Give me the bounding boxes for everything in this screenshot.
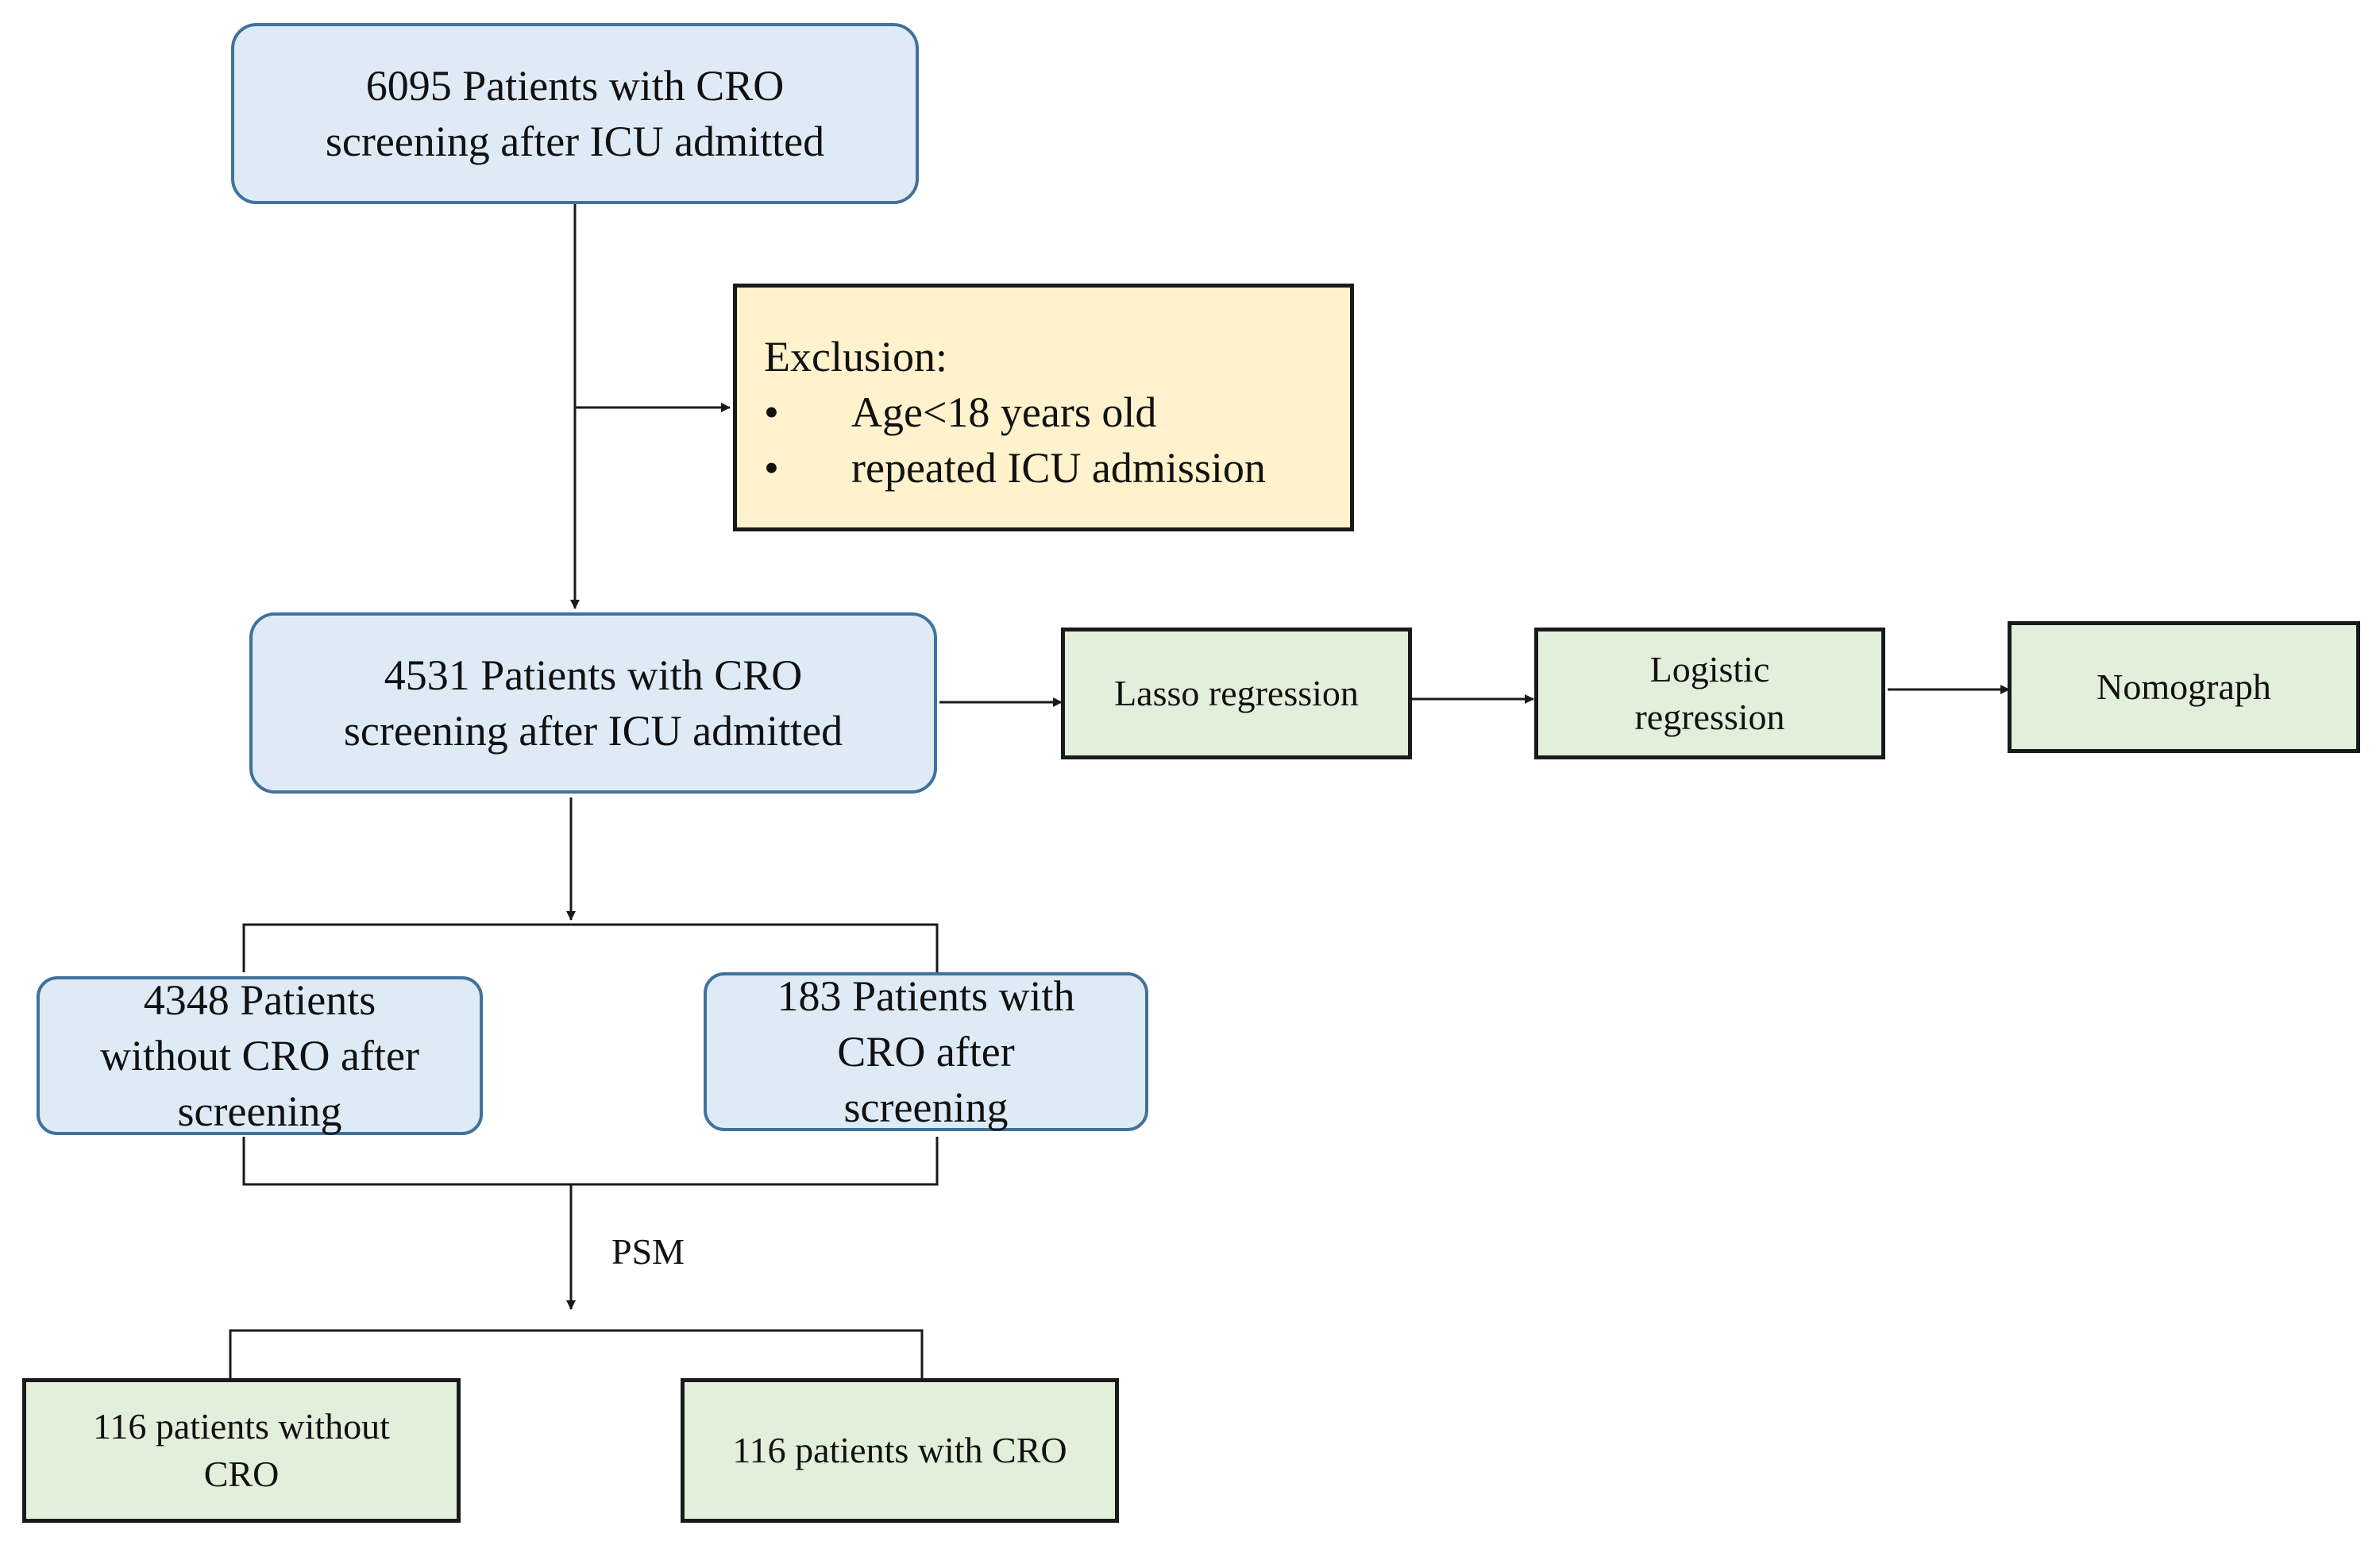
- lasso-regression-box: Lasso regression: [1061, 628, 1412, 759]
- exclusion-item-age: Age<18 years old: [851, 388, 1157, 436]
- bullet-icon: •: [764, 444, 779, 492]
- logistic-regression-line1: Logistic: [1649, 649, 1770, 689]
- bullet-icon: •: [764, 388, 779, 436]
- exclusion-item-readmission: repeated ICU admission: [851, 444, 1266, 492]
- logistic-regression-box: Logistic regression: [1534, 628, 1885, 759]
- matched-without-cro-line2: CRO: [203, 1454, 280, 1494]
- start-cohort-line2: screening after ICU admitted: [325, 118, 825, 165]
- bracket-matched: [229, 1329, 924, 1381]
- start-cohort-line1: 6095 Patients with CRO: [365, 62, 785, 110]
- start-cohort-box: 6095 Patients with CRO screening after I…: [231, 23, 919, 204]
- exclusion-box: Exclusion: • Age<18 years old • repeated…: [733, 284, 1354, 531]
- lasso-regression-label: Lasso regression: [1114, 673, 1359, 713]
- matched-with-cro-label: 116 patients with CRO: [732, 1430, 1067, 1470]
- without-cro-line3: screening: [177, 1087, 342, 1135]
- bracket-groups-bottom: [242, 1137, 939, 1186]
- study-cohort-line1: 4531 Patients with CRO: [384, 651, 803, 699]
- nomograph-label: Nomograph: [2096, 666, 2271, 707]
- with-cro-line2: CRO after: [837, 1028, 1015, 1076]
- with-cro-line1: 183 Patients with: [777, 972, 1075, 1020]
- exclusion-title: Exclusion:: [764, 333, 947, 380]
- nomograph-box: Nomograph: [2008, 621, 2360, 753]
- matched-without-cro-box: 116 patients without CRO: [22, 1378, 461, 1523]
- study-cohort-line2: screening after ICU admitted: [343, 707, 843, 755]
- with-cro-line3: screening: [843, 1083, 1009, 1131]
- logistic-regression-line2: regression: [1634, 697, 1785, 737]
- psm-label: PSM: [611, 1231, 685, 1272]
- matched-with-cro-box: 116 patients with CRO: [681, 1378, 1119, 1523]
- without-cro-box: 4348 Patients without CRO after screenin…: [37, 976, 483, 1135]
- matched-without-cro-line1: 116 patients without: [93, 1406, 390, 1447]
- bracket-groups-top: [242, 923, 939, 972]
- without-cro-line2: without CRO after: [100, 1032, 419, 1080]
- study-cohort-box: 4531 Patients with CRO screening after I…: [249, 612, 937, 794]
- with-cro-box: 183 Patients with CRO after screening: [704, 972, 1148, 1131]
- without-cro-line1: 4348 Patients: [143, 976, 376, 1024]
